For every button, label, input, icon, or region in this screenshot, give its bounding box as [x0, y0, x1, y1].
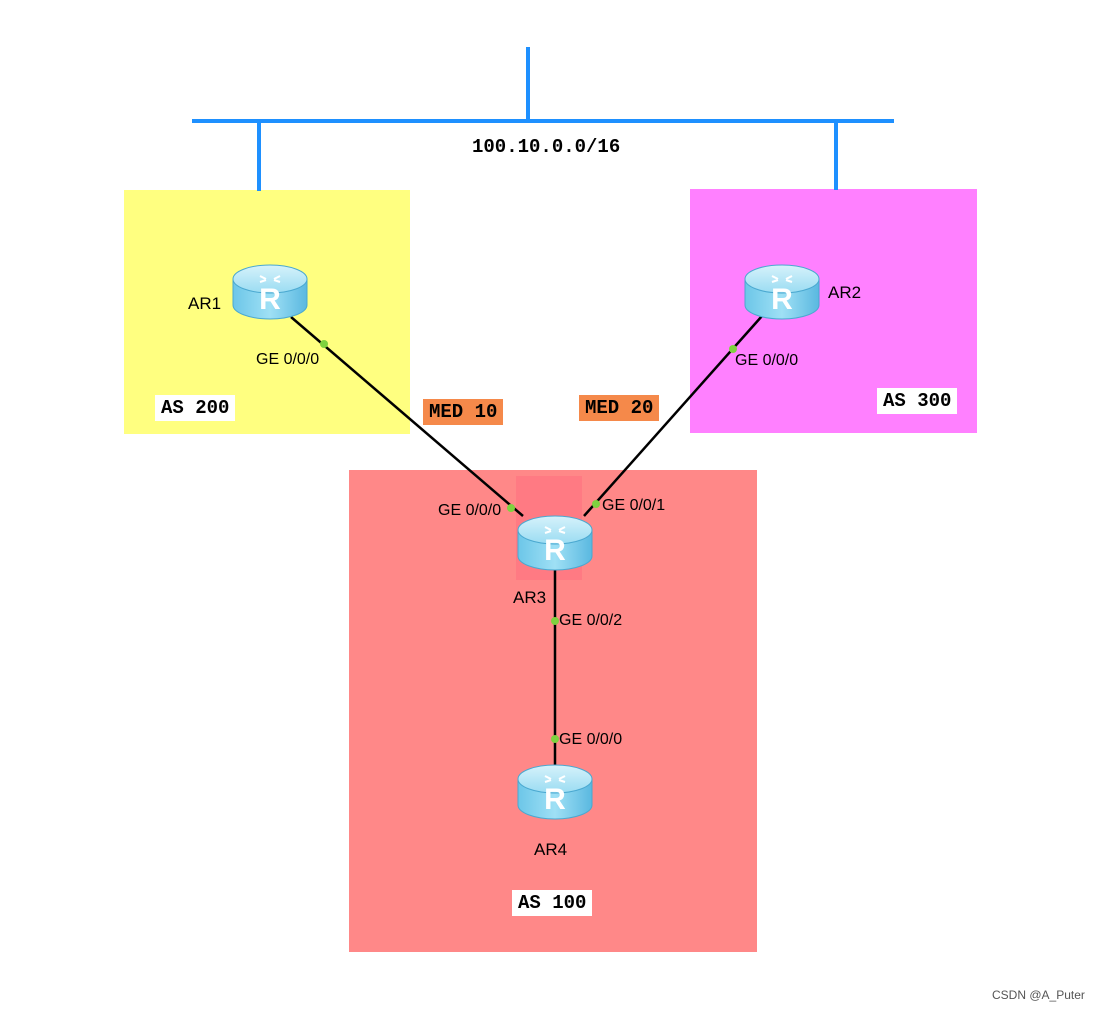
router-icon[interactable]: [744, 264, 820, 320]
as100-label: AS 100: [512, 890, 593, 916]
as300-label: AS 300: [877, 388, 958, 414]
ar1-ge000-label: GE 0/0/0: [256, 351, 320, 368]
port-ar3-ge001: [592, 500, 600, 508]
ar2-ge000-label: GE 0/0/0: [735, 352, 799, 369]
ar4-label: AR4: [534, 840, 568, 859]
router-icon[interactable]: [517, 764, 593, 820]
router-icon[interactable]: [517, 515, 593, 571]
port-ar3-ge002: [551, 617, 559, 625]
med-left-label: MED 10: [423, 399, 504, 425]
ar1-label: AR1: [188, 294, 222, 313]
ar3-ge000-label: GE 0/0/0: [438, 502, 502, 519]
med-right-label: MED 20: [579, 395, 660, 421]
port-ar3-ge000: [507, 504, 515, 512]
router-icon[interactable]: [232, 264, 308, 320]
ar4-ge000-label: GE 0/0/0: [559, 731, 623, 748]
network-label: 100.10.0.0/16: [472, 136, 621, 158]
port-ar1-ge000: [320, 340, 328, 348]
port-ar2-ge000: [729, 345, 737, 353]
ar3-ge002-label: GE 0/0/2: [559, 612, 623, 629]
ar2-label: AR2: [828, 283, 862, 302]
ar3-ge001-label: GE 0/0/1: [602, 497, 666, 514]
link-ar1-ar3: [290, 316, 524, 517]
as200-label: AS 200: [155, 395, 236, 421]
watermark: CSDN @A_Puter: [992, 988, 1085, 1002]
ar3-label: AR3: [513, 588, 547, 607]
port-ar4-ge000: [551, 735, 559, 743]
